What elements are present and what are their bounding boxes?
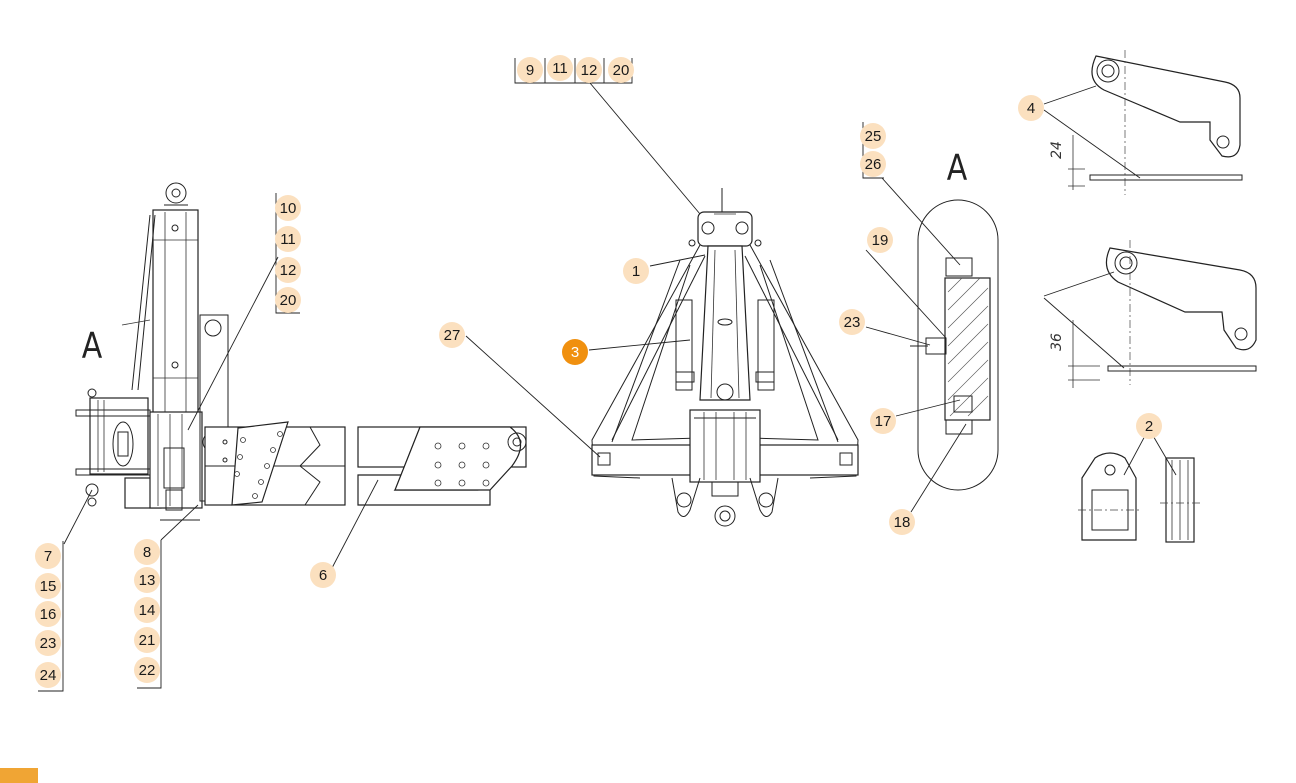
dimension-36: 36 bbox=[1049, 333, 1065, 351]
callout-17[interactable]: 17 bbox=[870, 408, 896, 434]
accent-tab bbox=[0, 768, 38, 783]
view-label-a-left: A bbox=[81, 325, 103, 367]
callout-cb-21[interactable]: 21 bbox=[134, 627, 160, 653]
view-label-a-right: A bbox=[946, 147, 968, 189]
callout-27[interactable]: 27 bbox=[439, 322, 465, 348]
leader-lines bbox=[63, 82, 1177, 569]
callout-lb-15[interactable]: 15 bbox=[35, 573, 61, 599]
callout-6[interactable]: 6 bbox=[310, 562, 336, 588]
front-view-drawing bbox=[591, 188, 859, 527]
callout-mid-11[interactable]: 11 bbox=[275, 226, 301, 252]
callout-top-11[interactable]: 11 bbox=[547, 55, 573, 81]
callout-top-9[interactable]: 9 bbox=[517, 57, 543, 83]
callout-4[interactable]: 4 bbox=[1018, 95, 1044, 121]
callout-cb-13[interactable]: 13 bbox=[134, 567, 160, 593]
callout-25[interactable]: 25 bbox=[860, 123, 886, 149]
callout-mid-10[interactable]: 10 bbox=[275, 195, 301, 221]
callout-26[interactable]: 26 bbox=[860, 151, 886, 177]
bracket-drawing bbox=[1078, 452, 1200, 543]
callout-mid-12[interactable]: 12 bbox=[275, 257, 301, 283]
side-view-drawing bbox=[75, 182, 527, 521]
callout-lb-23[interactable]: 23 bbox=[35, 630, 61, 656]
callout-lb-7[interactable]: 7 bbox=[35, 543, 61, 569]
dimension-24: 24 bbox=[1049, 141, 1065, 159]
lever-plates-drawing bbox=[1068, 50, 1257, 388]
callout-cb-22[interactable]: 22 bbox=[134, 657, 160, 683]
callout-19[interactable]: 19 bbox=[867, 227, 893, 253]
callout-top-12[interactable]: 12 bbox=[576, 57, 602, 83]
callout-1[interactable]: 1 bbox=[623, 258, 649, 284]
callout-3[interactable]: 3 bbox=[562, 339, 588, 365]
callout-18[interactable]: 18 bbox=[889, 509, 915, 535]
callout-2[interactable]: 2 bbox=[1136, 413, 1162, 439]
callout-top-20[interactable]: 20 bbox=[608, 57, 634, 83]
callout-lb-24[interactable]: 24 bbox=[35, 662, 61, 688]
callout-cb-8[interactable]: 8 bbox=[134, 539, 160, 565]
callout-mid-20[interactable]: 20 bbox=[275, 287, 301, 313]
callout-23-right[interactable]: 23 bbox=[839, 309, 865, 335]
callout-cb-14[interactable]: 14 bbox=[134, 597, 160, 623]
detail-a-drawing bbox=[910, 199, 999, 491]
callout-lb-16[interactable]: 16 bbox=[35, 601, 61, 627]
